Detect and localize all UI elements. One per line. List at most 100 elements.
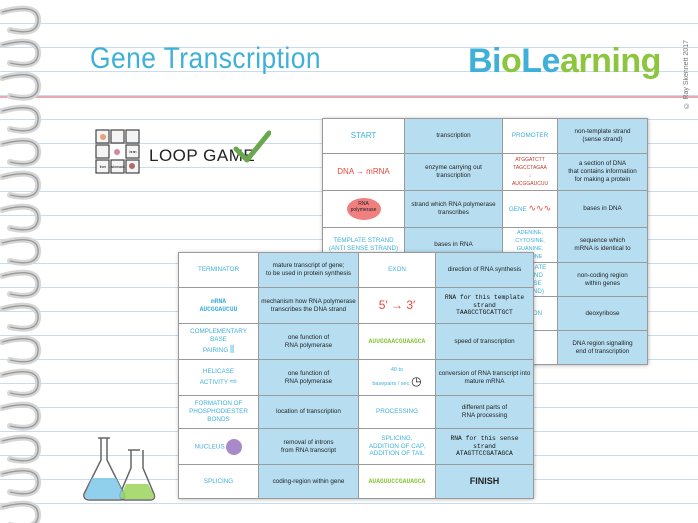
front-cell[interactable]: one function of RNA polymerase xyxy=(258,323,359,360)
front-cell-base-pairing[interactable]: COMPLEMENTARY BASE PAIRING ⫼ xyxy=(178,323,259,360)
back-cell[interactable]: bases in DNA xyxy=(557,190,648,228)
front-cell-text: conversion of RNA transcript into mature… xyxy=(438,369,531,385)
front-cell[interactable]: different parts of RNA processing xyxy=(435,395,534,429)
back-cell[interactable]: strand which RNA polymerase transcribes xyxy=(404,190,503,228)
back-cell-text: DNA region signalling end of transcripti… xyxy=(572,340,633,355)
front-sequence-text: AUUGGAACGUAAGCA xyxy=(368,337,426,345)
front-cell[interactable]: AUAGUUCCGAUAGCA xyxy=(358,464,436,499)
loop-game-icon: bran stomach liver xyxy=(95,129,140,174)
back-cell-rna-polymerase[interactable]: RNA polymerase xyxy=(322,190,405,228)
card-front-table: TERMINATOR mature transcript of gene; to… xyxy=(178,252,534,499)
front-cell-text: mechanism how RNA polymerase transcribes… xyxy=(261,297,356,313)
back-cell-gene[interactable]: GENE ∿∿∿ xyxy=(502,190,558,228)
back-cell[interactable]: sequence which mRNA is identical to xyxy=(557,227,648,263)
loop-game-label: LOOP GAME xyxy=(149,146,256,165)
front-cell[interactable]: direction of RNA synthesis xyxy=(435,252,534,288)
dna-helix-icon: ∿∿∿ xyxy=(528,203,552,214)
front-sequence-text: AUAGUUCCGAUAGCA xyxy=(368,477,426,485)
front-cell-text: SPLICING xyxy=(203,477,234,485)
front-cell[interactable]: SPLICING, ADDITION OF CAP, ADDITION OF T… xyxy=(358,428,436,465)
front-cell[interactable]: AUUGGAACGUAAGCA xyxy=(358,323,436,360)
back-cell-start[interactable]: START xyxy=(322,118,405,154)
back-cell-text: non-template strand (sense strand) xyxy=(574,128,631,143)
front-cell[interactable]: conversion of RNA transcript into mature… xyxy=(435,359,534,396)
front-cell[interactable]: coding-region within gene xyxy=(258,464,359,499)
back-start-text: START xyxy=(350,131,377,140)
rna-polymerase-icon: RNA polymerase xyxy=(346,198,381,220)
back-cell[interactable]: enzyme carrying out transcription xyxy=(404,153,503,191)
front-cell-text: NUCLEUS xyxy=(194,443,225,451)
front-cell[interactable]: one function of RNA polymerase xyxy=(258,359,359,396)
front-cell-text: mature transcript of gene; to be used in… xyxy=(265,262,352,277)
back-cell[interactable]: non-coding region within genes xyxy=(557,261,648,298)
helicase-icon: ⇨ xyxy=(229,375,238,386)
front-cell-text: different parts of RNA processing xyxy=(461,404,508,419)
front-cell-text: PROCESSING xyxy=(376,408,418,416)
margin-line xyxy=(0,96,698,98)
base-pairing-icon: ⫼ xyxy=(230,343,235,354)
front-cell[interactable]: PROCESSING xyxy=(358,395,436,429)
front-cell[interactable]: speed of transcription xyxy=(435,323,534,360)
checkmark-icon xyxy=(233,130,271,163)
front-cell[interactable]: RNA for this template strand TAAGCCTGCAT… xyxy=(435,287,534,324)
back-cell-text: a section of DNA that contains informati… xyxy=(568,160,637,183)
flasks-icon xyxy=(83,437,156,501)
icon-word-liver: liver xyxy=(100,165,107,169)
front-cell[interactable]: TERMINATOR xyxy=(178,252,259,288)
back-cell-dna-mrna[interactable]: DNA → mRNA xyxy=(322,153,405,191)
front-cell-nucleus[interactable]: NUCLEUS xyxy=(178,428,259,465)
front-cell-text: FORMATION OF PHOSPHODIESTER BONDS xyxy=(189,400,248,423)
back-promoter-text: PROMOTER xyxy=(511,132,549,140)
front-cell-text: COMPLEMENTARY BASE PAIRING xyxy=(190,328,247,354)
front-cell[interactable]: SPLICING xyxy=(178,464,259,499)
direction-text: 5′ → 3′ xyxy=(378,298,416,312)
back-cell[interactable]: transcription xyxy=(404,118,503,154)
back-cell[interactable]: deoxyribose xyxy=(557,296,648,332)
back-cell-text: TEMPLATE STRAND (ANTI SENSE STRAND) xyxy=(328,237,399,252)
back-cell[interactable]: a section of DNA that contains informati… xyxy=(557,153,648,191)
loop-card-front: TERMINATOR mature transcript of gene; to… xyxy=(178,252,534,499)
back-cell-text: enzyme carrying out transcription xyxy=(425,164,482,179)
front-cell-text: SPLICING, ADDITION OF CAP, ADDITION OF T… xyxy=(368,434,426,458)
gene-text: GENE xyxy=(508,206,527,214)
stopwatch-icon: ◷ xyxy=(411,373,422,388)
front-cell[interactable]: mechanism how RNA polymerase transcribes… xyxy=(258,287,359,324)
copyright-text: © Ray Skennett 2017 xyxy=(683,40,690,109)
back-cell[interactable]: PROMOTER xyxy=(502,118,558,154)
front-cell[interactable]: mature transcript of gene; to be used in… xyxy=(258,252,359,288)
front-cell-helicase[interactable]: HELICASE ACTIVITY ⇨ xyxy=(178,359,259,396)
front-cell-direction[interactable]: 5′ → 3′ xyxy=(358,287,436,324)
front-cell[interactable]: FORMATION OF PHOSPHODIESTER BONDS xyxy=(178,395,259,429)
finish-text: FINISH xyxy=(469,475,500,486)
back-sequence-text: ATGGATCTT TAGCCTAGAA ↓ AUCGGAUCUU xyxy=(511,157,549,187)
page-title: Gene Transcription xyxy=(90,42,321,75)
front-cell-text: HELICASE ACTIVITY xyxy=(199,367,235,386)
front-cell-text: RNA for this sense strand ATAGTTCCGATAGC… xyxy=(450,434,519,458)
front-cell[interactable]: EXON xyxy=(358,252,436,288)
front-cell-finish[interactable]: FINISH xyxy=(435,464,534,499)
front-cell-text: EXON xyxy=(388,266,406,274)
front-cell-text: removal of introns from RNA transcript xyxy=(281,438,336,454)
back-cell-text: strand which RNA polymerase transcribes xyxy=(411,201,496,216)
nucleus-icon xyxy=(226,438,243,455)
front-cell-mrna[interactable]: mRNA AUCGGAUCUU xyxy=(178,287,259,324)
spiral-binding xyxy=(0,5,42,523)
front-cell-text: RNA for this template strand TAAGCCTGCAT… xyxy=(444,293,525,317)
front-cell-text: one function of RNA polymerase xyxy=(284,333,333,349)
front-cell-text: one function of RNA polymerase xyxy=(284,369,333,385)
front-cell[interactable]: RNA for this sense strand ATAGTTCCGATAGC… xyxy=(435,428,534,465)
back-cell-sequence[interactable]: ATGGATCTT TAGCCTAGAA ↓ AUCGGAUCUU xyxy=(502,153,558,191)
back-cell-text: sequence which mRNA is identical to xyxy=(574,237,631,252)
mrna-sequence-text: mRNA AUCGGAUCUU xyxy=(199,297,238,313)
front-cell-text: TERMINATOR xyxy=(197,266,240,274)
biolearning-logo: BioLearning xyxy=(468,42,661,80)
back-cell[interactable]: DNA region signalling end of transcripti… xyxy=(557,330,648,366)
back-cell-text: non-coding region within genes xyxy=(577,271,628,287)
back-cell[interactable]: non-template strand (sense strand) xyxy=(557,118,648,154)
front-cell-speed[interactable]: 40 to basepairs / sec ◷ xyxy=(358,359,436,396)
front-cell-text: 40 to basepairs / sec xyxy=(372,367,410,387)
icon-word-bran: bran xyxy=(129,150,136,154)
front-cell[interactable]: removal of introns from RNA transcript xyxy=(258,428,359,465)
dna-mrna-text: DNA → mRNA xyxy=(337,167,390,176)
front-cell[interactable]: location of transcription xyxy=(258,395,359,429)
